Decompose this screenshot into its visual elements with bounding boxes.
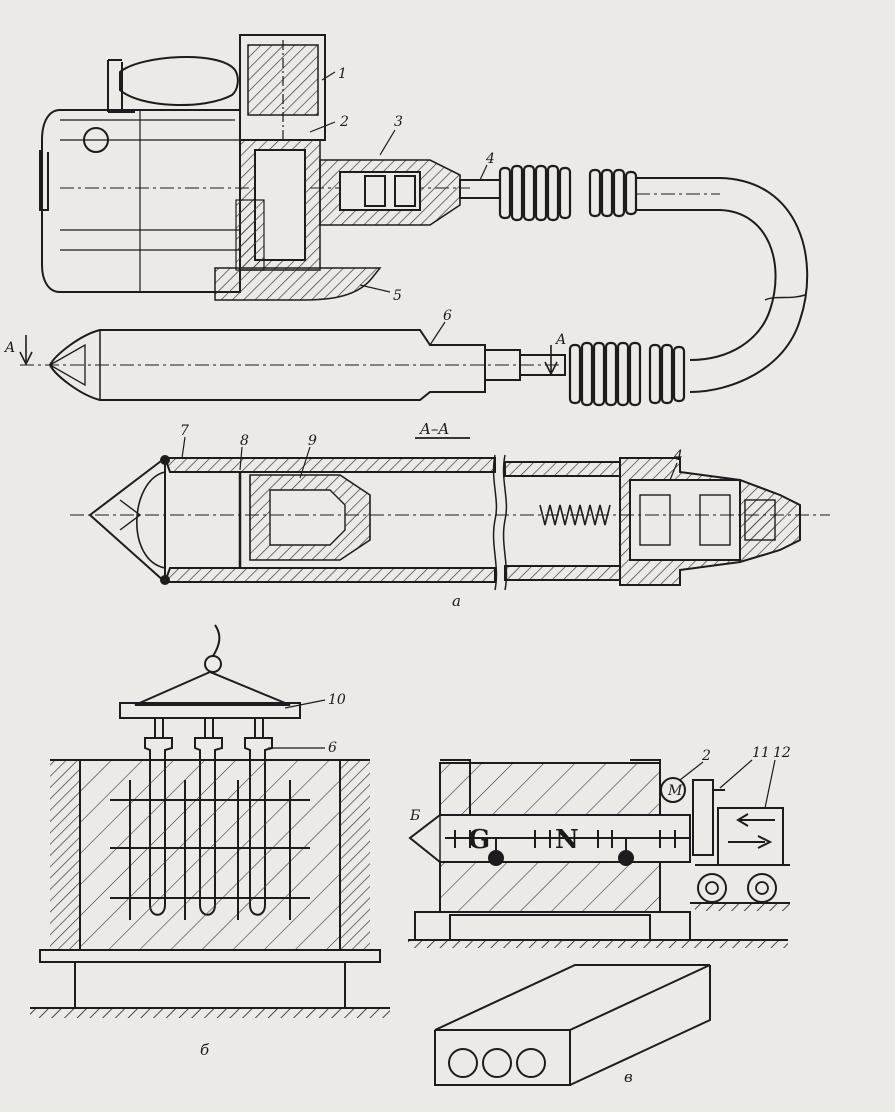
label-11: 11: [752, 745, 770, 761]
callout-labels: 1 2 3 4 5 6 A A A–A 7 8 9 4 а 10 6 б 2 1…: [3, 66, 791, 1086]
figure-b-mould: [30, 624, 390, 1018]
label-2: 2: [339, 114, 349, 130]
vibrator-tube: [19, 329, 566, 401]
label-4: 4: [485, 151, 495, 167]
letter-g: G: [468, 825, 490, 855]
caption-a: а: [452, 592, 461, 610]
label-5: 5: [393, 288, 402, 304]
label-7: 7: [180, 423, 189, 439]
caption-v: в: [624, 1068, 633, 1086]
section-mark-right: A: [554, 332, 566, 348]
label-4-section: 4: [673, 448, 683, 464]
section-a-a: [70, 437, 830, 591]
letter-n: N: [555, 825, 579, 855]
caption-b: б: [200, 1041, 210, 1059]
label-3: 3: [394, 114, 403, 130]
motor-symbol: M: [667, 783, 683, 799]
label-6: 6: [443, 308, 452, 324]
flexible-hose: [498, 164, 809, 407]
label-6-mould: 6: [328, 740, 337, 756]
motor-drive-assembly: [39, 34, 501, 301]
label-1: 1: [338, 66, 347, 82]
label-b-tube: Б: [409, 808, 420, 824]
label-10: 10: [328, 692, 346, 708]
figure-v-hollow-core: [408, 759, 790, 1086]
section-mark-left: A: [3, 340, 15, 356]
label-2-motor: 2: [701, 748, 711, 764]
section-title: A–A: [418, 420, 449, 438]
label-12: 12: [773, 745, 791, 761]
label-9: 9: [308, 433, 317, 449]
label-8: 8: [240, 433, 249, 449]
